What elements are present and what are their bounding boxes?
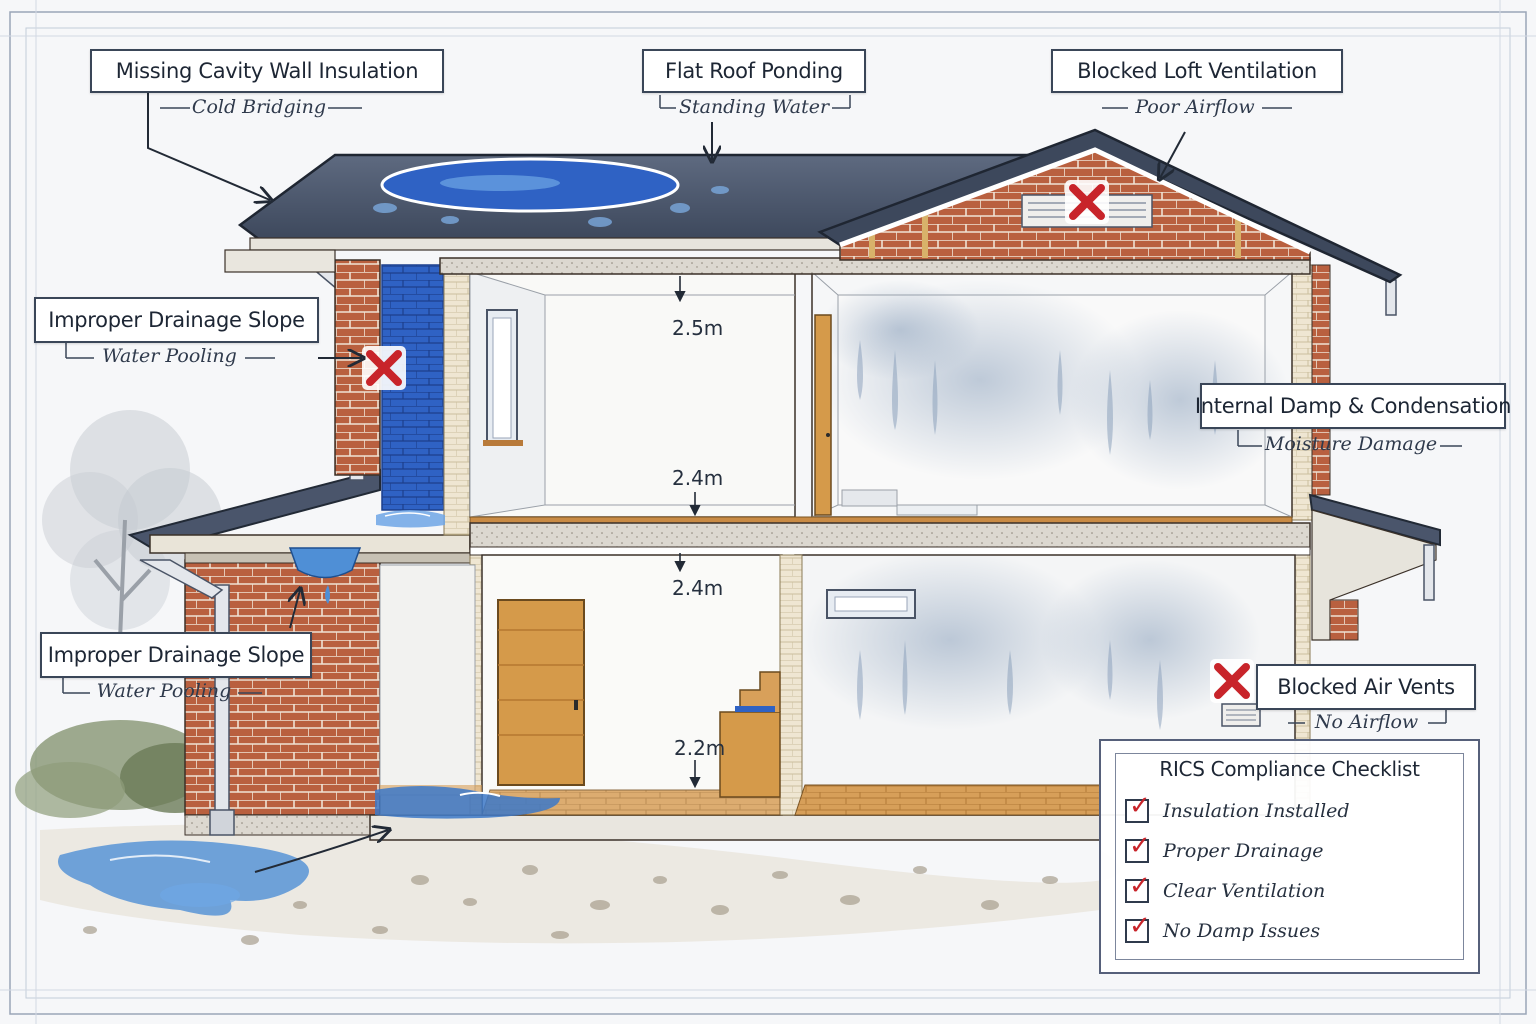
upper-window (483, 309, 523, 446)
gutter-water (288, 547, 362, 604)
leader-lines (147, 92, 1220, 873)
callout-title: Blocked Loft Ventilation (1077, 59, 1317, 83)
lower-floor-flood (375, 786, 560, 819)
lower-stairs (719, 671, 781, 798)
callout-flat-roof-ponding: Flat Roof Ponding (642, 49, 866, 93)
lower-window (826, 589, 916, 619)
checklist-item-label: Clear Ventilation (1163, 880, 1326, 902)
callout-title: Internal Damp & Condensation (1194, 394, 1512, 418)
callout-subtitle: Water Pooling (96, 680, 232, 702)
callout-title: Missing Cavity Wall Insulation (115, 59, 419, 83)
ground-slab (369, 814, 1101, 841)
right-drainpipe (1385, 279, 1435, 601)
callout-subtitle: Cold Bridging (191, 96, 327, 118)
callout-blocked-air-vents: Blocked Air Vents (1256, 664, 1476, 710)
callout-title: Improper Drainage Slope (48, 308, 305, 332)
checklist-item-label: Insulation Installed (1163, 800, 1350, 822)
upper-damp-patches (820, 280, 1290, 490)
warning-cross-icon (362, 346, 406, 390)
callout-title: Blocked Air Vents (1277, 675, 1455, 699)
checklist-item: ✓ Proper Drainage (1125, 833, 1324, 867)
warning-cross-icon (1210, 659, 1254, 703)
ground-gravel (40, 824, 1120, 945)
blocked-air-vent (1221, 703, 1261, 727)
checklist-item-label: No Damp Issues (1163, 920, 1321, 942)
tree-illustration (42, 410, 222, 641)
checkbox-checked-icon: ✓ (1125, 793, 1151, 823)
checklist-item: ✓ Clear Ventilation (1125, 873, 1326, 907)
checkbox-checked-icon: ✓ (1125, 913, 1151, 943)
checklist-item: ✓ No Damp Issues (1125, 913, 1321, 947)
dimension-upper-floor: 2.4m (672, 466, 724, 490)
dimension-upper-ceiling: 2.5m (672, 316, 724, 340)
callout-blocked-loft-ventilation: Blocked Loft Ventilation (1051, 49, 1343, 93)
callout-subtitle: Water Pooling (102, 345, 237, 367)
checkbox-checked-icon: ✓ (1125, 833, 1151, 863)
upper-bed (841, 489, 978, 516)
warning-cross-icon (1065, 180, 1109, 224)
callout-subtitle: Poor Airflow (1135, 96, 1255, 118)
callout-improper-drainage-upper: Improper Drainage Slope (34, 297, 319, 343)
lower-damp-patches (800, 550, 1260, 730)
upper-room-left (469, 271, 796, 518)
rics-compliance-checklist: RICS Compliance Checklist ✓ Insulation I… (1099, 739, 1480, 974)
checklist-item: ✓ Insulation Installed (1125, 793, 1350, 827)
cavity-water (376, 510, 445, 528)
checkbox-checked-icon: ✓ (1125, 873, 1151, 903)
dimension-lower-floor: 2.2m (674, 736, 726, 760)
ground-puddle (58, 840, 309, 916)
dimension-lower-ceiling: 2.4m (672, 576, 724, 600)
callout-title: Flat Roof Ponding (665, 59, 843, 83)
checklist-title: RICS Compliance Checklist (1159, 757, 1420, 781)
callout-improper-drainage-lower: Improper Drainage Slope (40, 632, 312, 678)
lower-floor-wood (481, 784, 1101, 816)
callout-subtitle: No Airflow (1314, 711, 1419, 733)
checklist-border (1115, 753, 1464, 960)
callout-subtitle: Standing Water (678, 96, 830, 118)
callout-subtitle: Moisture Damage (1264, 433, 1438, 455)
lower-door (497, 599, 585, 786)
checklist-item-label: Proper Drainage (1163, 840, 1324, 862)
upper-door (814, 314, 832, 516)
roof-pond (373, 157, 729, 227)
callout-internal-damp: Internal Damp & Condensation (1195, 383, 1511, 429)
callout-title: Improper Drainage Slope (47, 643, 305, 667)
intermediate-floor-slab (469, 522, 1311, 556)
dimension-lines (674, 276, 701, 789)
subtitle-rules (62, 95, 1462, 724)
right-lean-to-roof (1308, 493, 1441, 641)
callout-cavity-wall-insulation: Missing Cavity Wall Insulation (90, 49, 444, 93)
